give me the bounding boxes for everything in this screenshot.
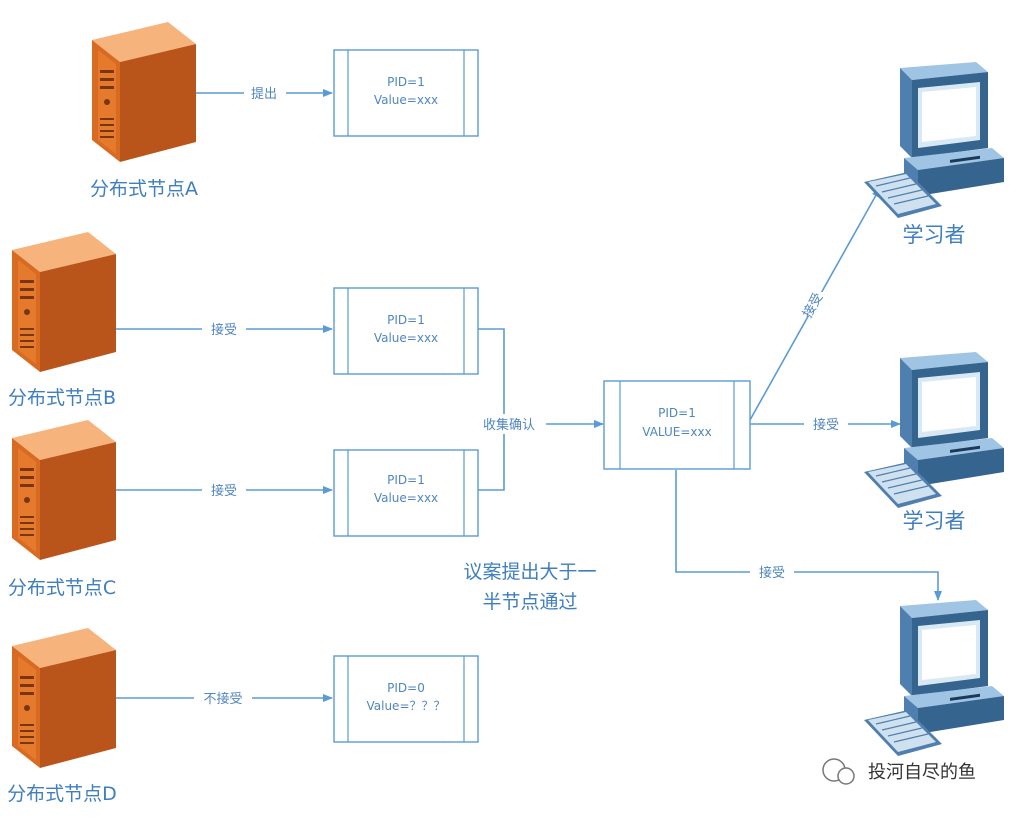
node-label: 分布式节点D (7, 783, 117, 805)
edge-label: 提出 (251, 86, 277, 102)
collect-bracket (478, 328, 505, 491)
box-pid: PID=1 (387, 473, 425, 487)
node-b: 分布式节点B 接受 PID=1 Value=xxx (8, 232, 479, 409)
server-icon (12, 420, 116, 560)
learner-label: 学习者 (903, 509, 966, 533)
edge-learner-3 (675, 470, 942, 601)
edge-label: 接受 (759, 565, 785, 581)
proposal-box: PID=0 Value=？？？ (333, 655, 479, 743)
label-gap-masks (194, 83, 848, 708)
result-box: PID=1 VALUE=xxx (603, 380, 751, 470)
majority-note: 议案提出大于一 半节点通过 (463, 561, 596, 613)
server-icon (12, 232, 116, 372)
learner-label: 学习者 (903, 223, 966, 247)
result-pid: PID=1 (658, 406, 696, 420)
edge-label: 接受 (211, 322, 237, 338)
server-icon (12, 628, 116, 768)
watermark-text: 投河自尽的鱼 (868, 762, 976, 783)
learner-2: 学习者 接受 (813, 351, 1005, 533)
node-label: 分布式节点A (90, 178, 198, 200)
proposal-box: PID=1 Value=xxx (333, 49, 479, 137)
learner-1: 学习者 接受 (799, 61, 1005, 321)
computer-icon (863, 61, 1005, 219)
node-d: 分布式节点D 不接受 PID=0 Value=？？？ (7, 628, 479, 805)
edge-label: 接受 (211, 483, 237, 499)
box-value: Value=xxx (374, 331, 438, 345)
proposal-box: PID=1 Value=xxx (333, 287, 479, 375)
box-value: Value=xxx (374, 93, 438, 107)
edge-label: 接受 (813, 417, 839, 433)
node-label: 分布式节点C (8, 577, 116, 599)
box-pid: PID=1 (387, 75, 425, 89)
learner-3: 接受 (759, 565, 1005, 757)
note-line-1: 议案提出大于一 (463, 561, 596, 583)
proposal-box: PID=1 Value=xxx (333, 449, 479, 537)
result-value: VALUE=xxx (642, 425, 711, 439)
node-label: 分布式节点B (8, 387, 116, 409)
node-c: 分布式节点C 接受 PID=1 Value=xxx (8, 420, 479, 599)
note-line-2: 半节点通过 (482, 591, 577, 613)
node-a: 分布式节点A 提出 PID=1 Value=xxx (90, 22, 479, 200)
box-pid: PID=1 (387, 313, 425, 327)
edge-label: 不接受 (203, 691, 242, 707)
watermark: 投河自尽的鱼 (822, 758, 976, 785)
box-value: Value=？？？ (366, 699, 445, 713)
box-value: Value=xxx (374, 491, 438, 505)
collect-label: 收集确认 (483, 417, 535, 433)
box-pid: PID=0 (387, 681, 425, 695)
server-icon (92, 22, 196, 162)
computer-icon (863, 599, 1005, 757)
computer-icon (863, 351, 1005, 509)
